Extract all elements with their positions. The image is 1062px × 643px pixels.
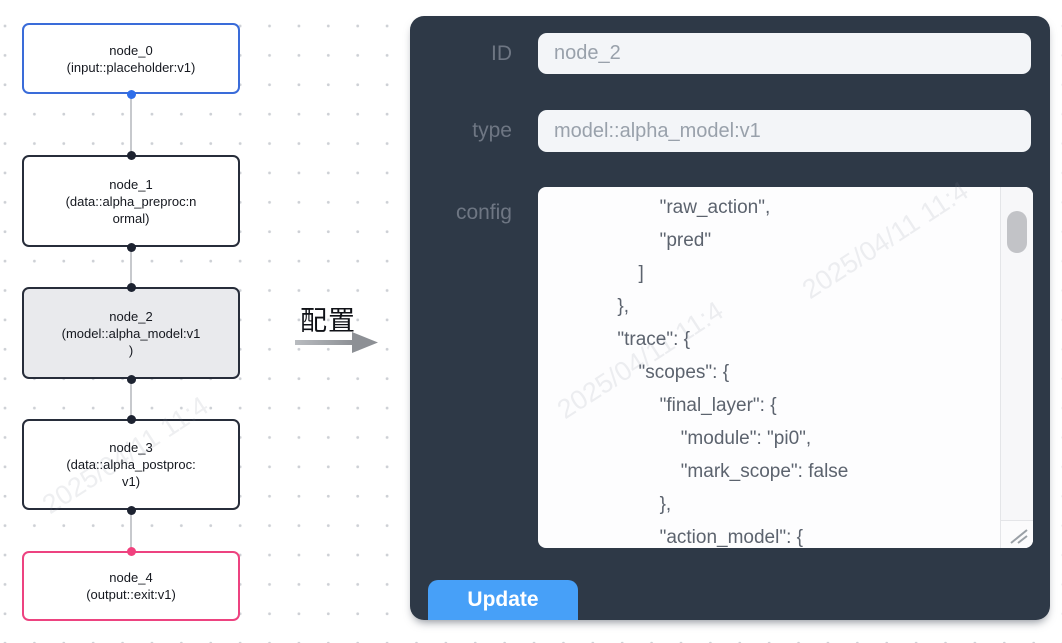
connection-handle[interactable] [126,505,136,515]
type-field-label: type [472,119,512,142]
id-field-label: ID [491,42,512,65]
config-field-label: config [455,201,512,224]
type-input[interactable] [538,110,1031,152]
flow-node-node_2-selected[interactable]: node_2 (model::alpha_model:v1 ) [22,287,240,379]
config-json-text[interactable]: "raw_action", "pred" ] }, "trace": { "sc… [617,197,849,548]
node-properties-panel: ID type config "raw_action", "pred" ] },… [410,16,1050,620]
flow-node-node_3[interactable]: node_3 (data::alpha_postproc: v1) [22,419,240,510]
resize-grip-icon [1010,529,1028,544]
connection-handle[interactable] [126,150,136,160]
flow-node-node_4[interactable]: node_4 (output::exit:v1) [22,551,240,621]
update-button[interactable]: Update [428,580,578,620]
edge-connector [130,94,132,155]
connection-handle[interactable] [126,282,136,292]
right-arrow-icon [295,332,378,353]
flow-node-node_1[interactable]: node_1 (data::alpha_preproc:n ormal) [22,155,240,247]
id-input[interactable] [538,33,1031,74]
connection-handle[interactable] [126,242,136,252]
connection-handle[interactable] [126,374,136,384]
resize-handle[interactable] [1000,520,1033,548]
connection-handle[interactable] [126,546,136,556]
scrollbar-thumb[interactable] [1007,211,1027,253]
scrollbar-track[interactable] [1000,187,1033,520]
configure-annotation: 配置 [300,306,356,336]
config-editor[interactable]: "raw_action", "pred" ] }, "trace": { "sc… [538,187,1033,548]
edge-connector [130,510,132,551]
flow-node-node_0[interactable]: node_0 (input::placeholder:v1) [22,23,240,94]
connection-handle[interactable] [126,414,136,424]
edge-connector [130,379,132,419]
edge-connector [130,247,132,287]
connection-handle[interactable] [126,89,136,99]
